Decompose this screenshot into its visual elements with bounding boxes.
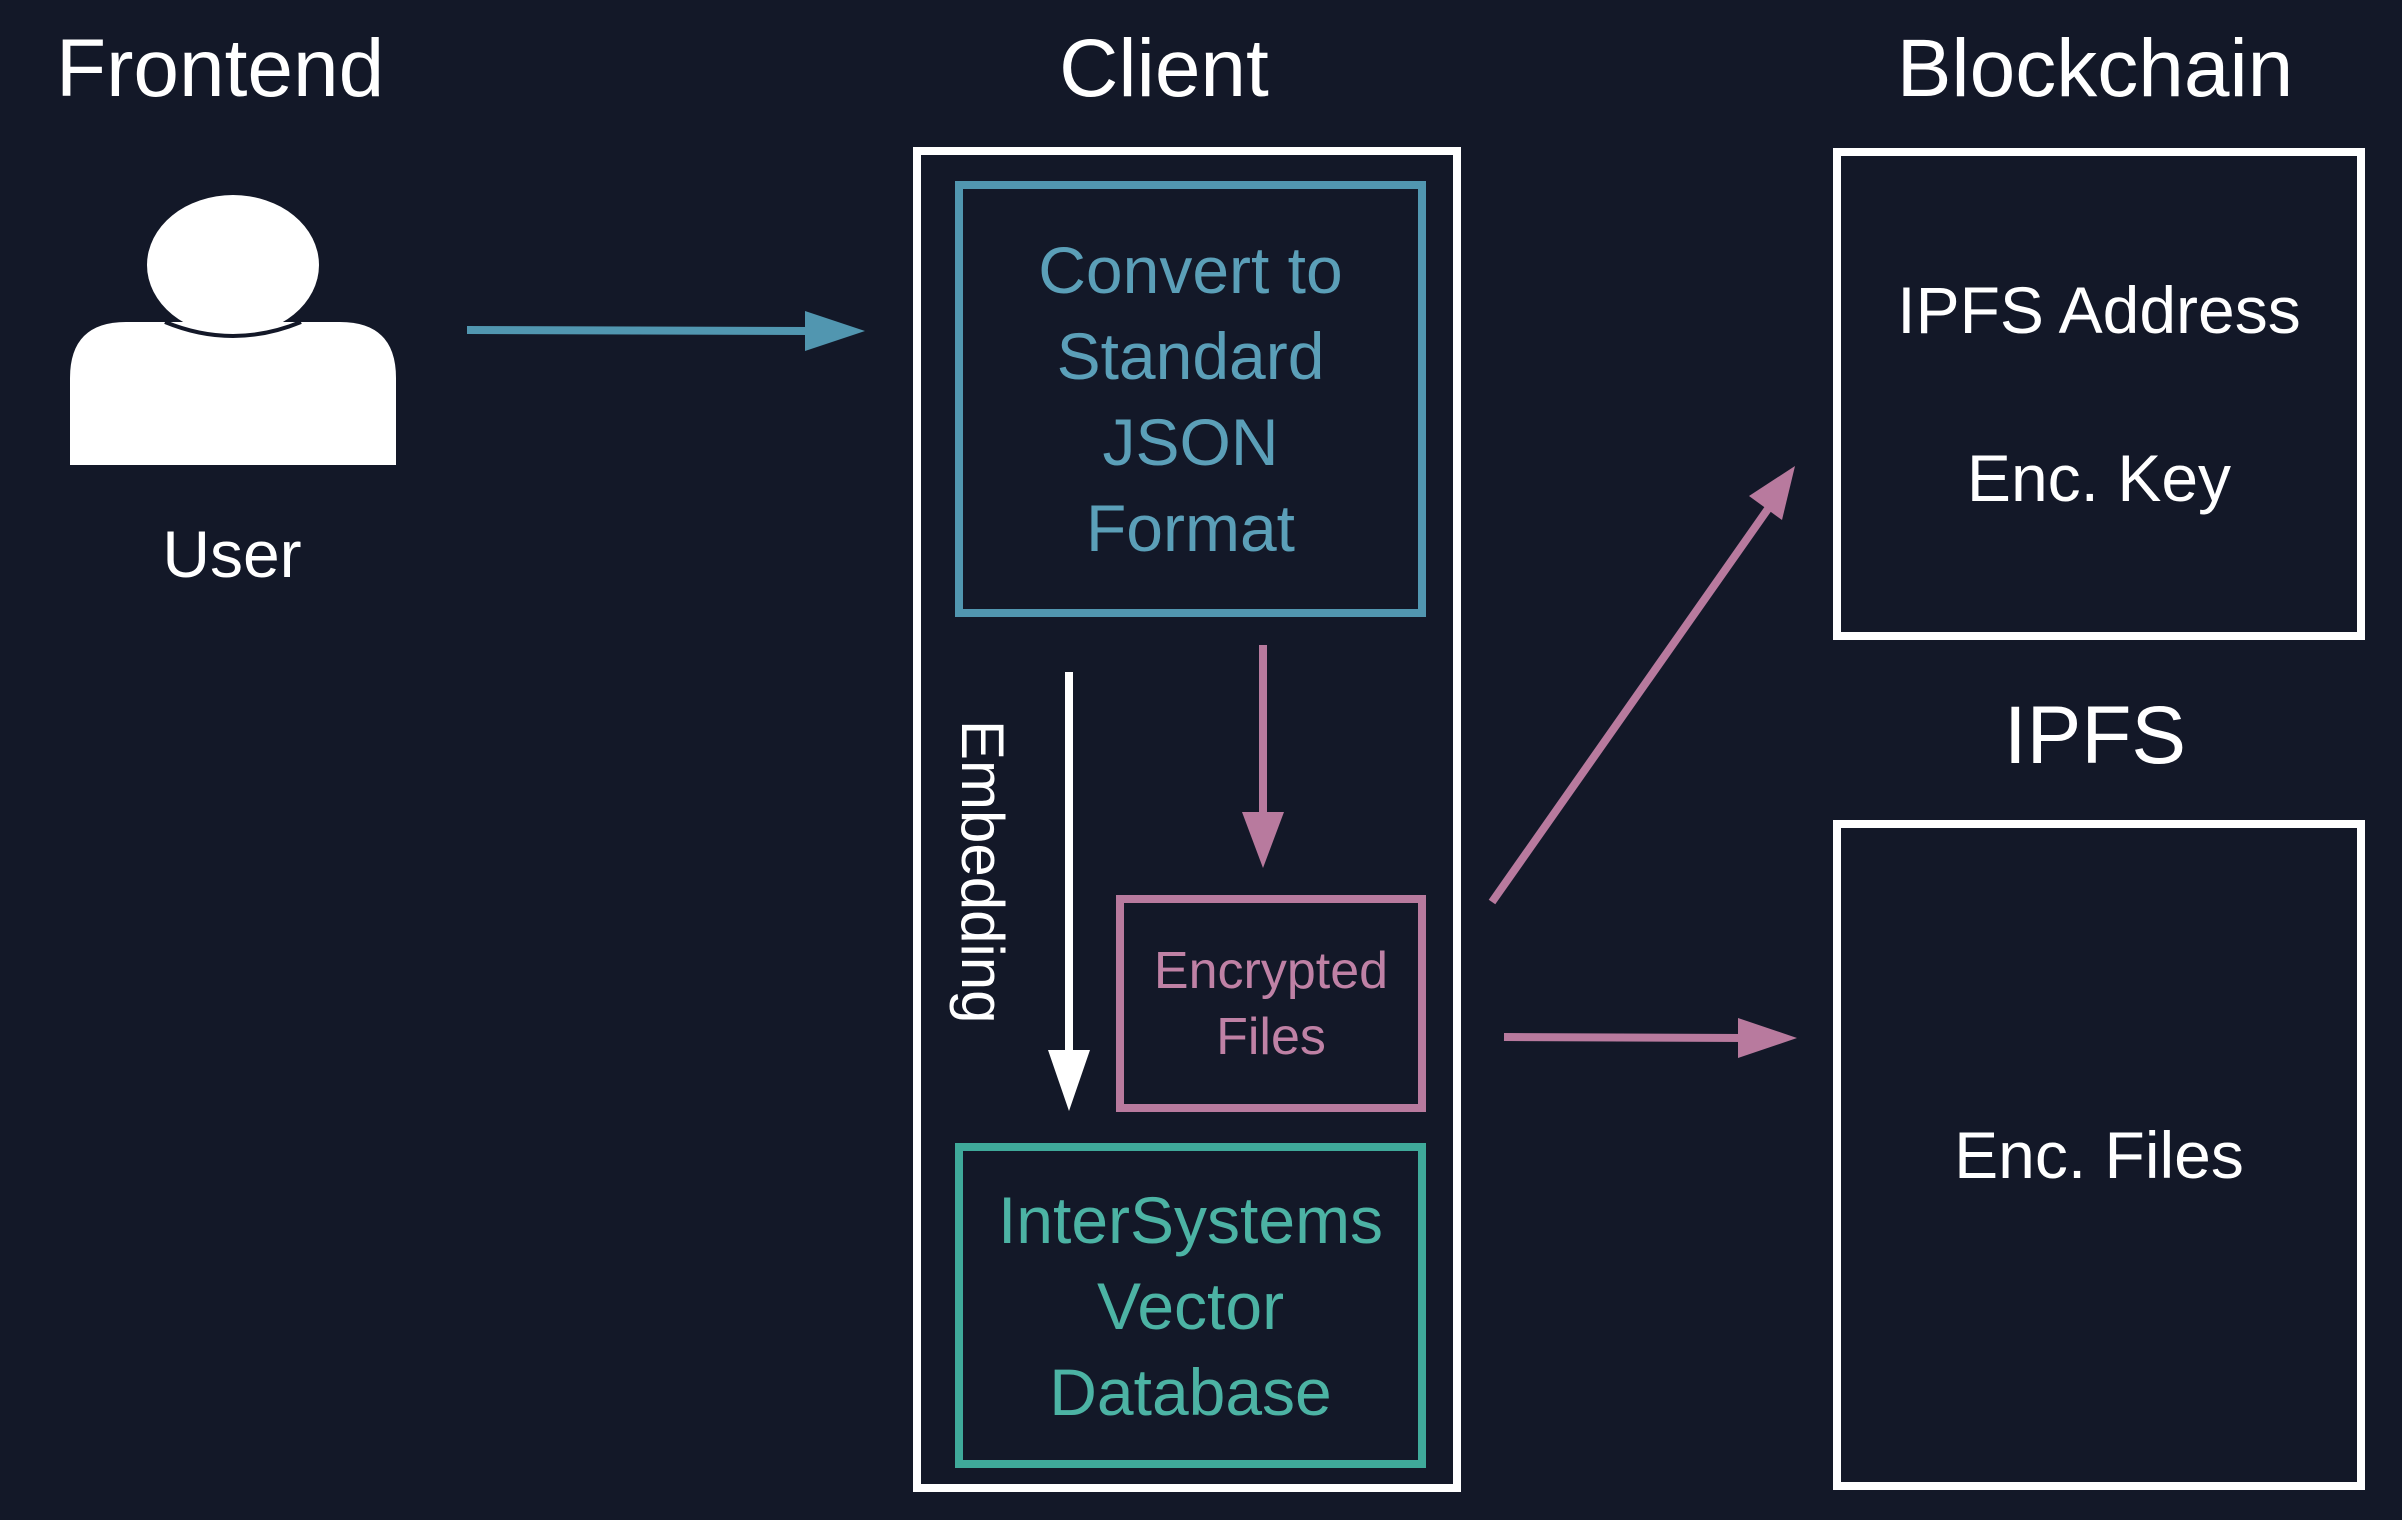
client-heading: Client (1059, 23, 1269, 114)
convert-to-json-box: Convert to Standard JSON Format (955, 181, 1426, 617)
ipfs-heading: IPFS (2003, 690, 2187, 781)
convert-line: JSON (1102, 405, 1279, 479)
convert-line: Convert to (1038, 233, 1343, 307)
encrypted-line: Files (1216, 1007, 1326, 1066)
convert-line: Format (1085, 491, 1296, 565)
ipfs-box: Enc. Files (1833, 820, 2365, 1490)
blockchain-box: IPFS Address Enc. Key (1833, 148, 2365, 640)
database-line: Vector (1096, 1268, 1285, 1343)
encrypted-files-box: Encrypted Files (1116, 895, 1426, 1112)
database-line: Database (1049, 1354, 1332, 1429)
vector-database-box: InterSystems Vector Database (955, 1143, 1426, 1468)
frontend-heading: Frontend (56, 23, 385, 114)
ipfs-address-text: IPFS Address (1897, 273, 2301, 347)
encrypted-line: Encrypted (1153, 941, 1389, 1000)
convert-to-encrypted-arrow (1242, 645, 1284, 868)
enc-key-text: Enc. Key (1966, 441, 2232, 515)
blockchain-heading: Blockchain (1896, 23, 2294, 114)
user-icon (70, 195, 396, 465)
client-container (913, 147, 1461, 1492)
embedding-label: Embedding (949, 720, 1016, 1024)
user-to-client-arrow (466, 311, 865, 351)
convert-line: Standard (1056, 319, 1325, 393)
encrypted-to-ipfs-arrow (1503, 1018, 1797, 1058)
encrypted-to-blockchain-arrow (1488, 466, 1795, 905)
database-line: InterSystems (997, 1182, 1384, 1257)
embedding-arrow (1048, 672, 1090, 1111)
enc-files-text: Enc. Files (1954, 1118, 2244, 1192)
user-label: User (162, 517, 302, 591)
